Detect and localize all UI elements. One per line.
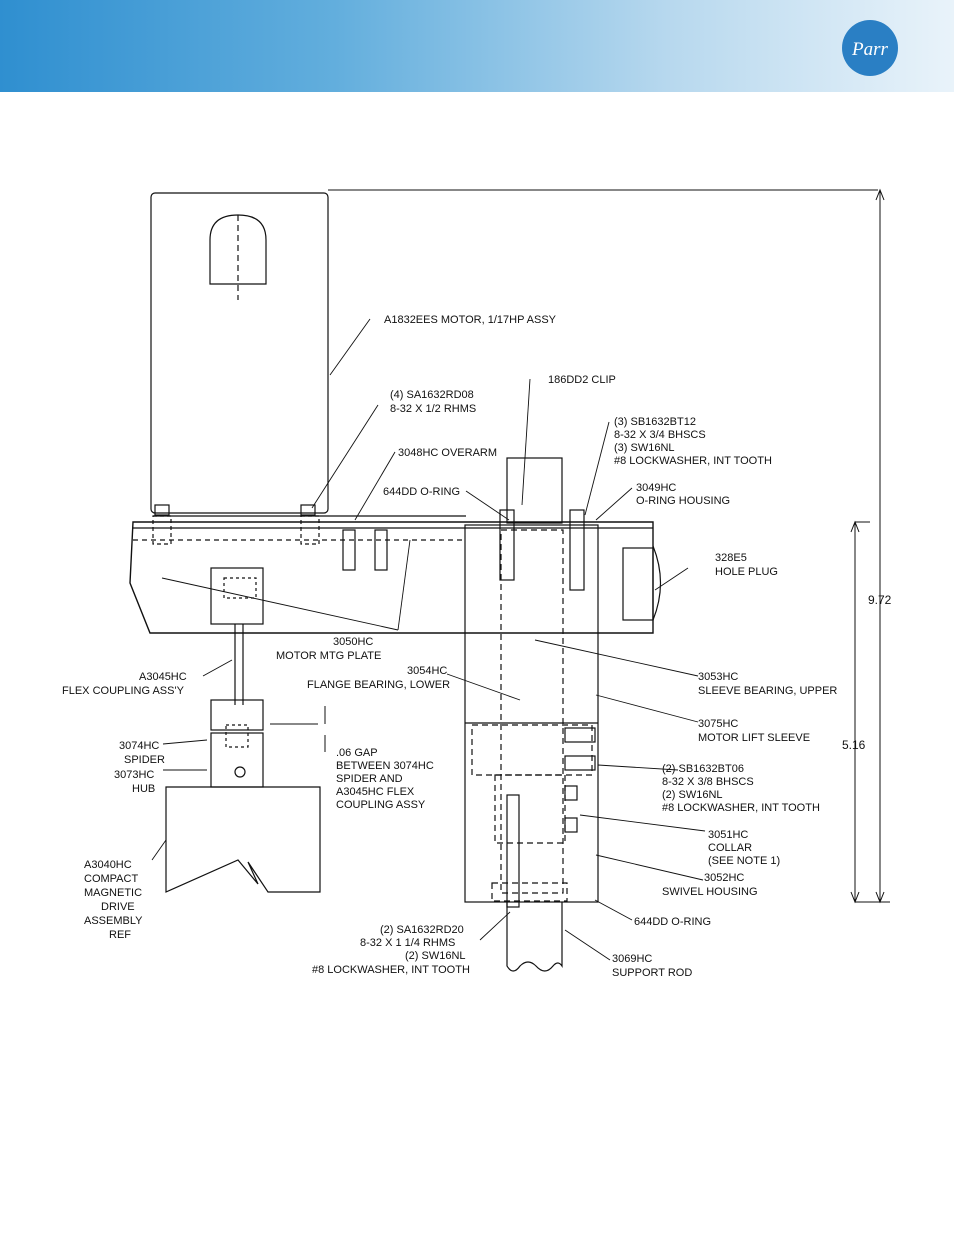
flex-coupling [210,567,326,788]
label-lift-sleeve: MOTOR LIFT SLEEVE [698,732,810,744]
label-bt06-washer: #8 LOCKWASHER, INT TOOTH [662,802,820,814]
label-flex-part: A3045HC [139,671,187,683]
label-flex: FLEX COUPLING ASS'Y [62,685,185,697]
label-gap-line4: A3045HC FLEX [336,786,415,798]
label-flange-part: 3054HC [407,665,447,677]
label-bhscs-size: 8-32 X 3/4 BHSCS [614,429,706,441]
overarm-plate [129,515,870,634]
label-motor: A1832EES MOTOR, 1/17HP ASSY [384,314,557,326]
logo-text: Parr [851,39,889,60]
label-bhscs-washer: #8 LOCKWASHER, INT TOOTH [614,455,772,467]
label-oring-housing: O-RING HOUSING [636,495,730,507]
label-swivel: SWIVEL HOUSING [662,886,758,898]
label-flange: FLANGE BEARING, LOWER [307,679,450,691]
label-spider-part: 3074HC [119,740,159,752]
label-gap-line5: COUPLING ASSY [336,799,426,811]
label-drive-line6: REF [109,929,131,941]
label-hole-plug: HOLE PLUG [715,566,778,578]
logo-circle [842,20,898,76]
label-rod: SUPPORT ROD [612,967,692,979]
motor-body [150,189,878,516]
label-drive-line5: ASSEMBLY [84,915,143,927]
label-bt06-count: (2) SB1632BT06 [662,763,744,775]
label-gap-line3: SPIDER AND [336,773,403,785]
magnetic-drive [165,786,321,893]
label-rd20-count: (2) SA1632RD20 [380,924,464,936]
label-drive-line2: COMPACT [84,873,138,885]
dimension-sleeve-height: 5.16 [842,738,866,752]
label-overarm: 3048HC OVERARM [398,447,497,459]
label-sleeve-bearing-part: 3053HC [698,671,738,683]
label-bhscs-washer-count: (3) SW16NL [614,442,675,454]
label-hub-part: 3073HC [114,769,154,781]
leader-lines [151,318,706,961]
label-rd20-washer: #8 LOCKWASHER, INT TOOTH [312,964,470,976]
label-drive-part: A3040HC [84,859,132,871]
label-spider: SPIDER [124,754,165,766]
label-rd20-washer-count: (2) SW16NL [405,950,466,962]
dimension-lines [850,188,885,904]
label-drive-line4: DRIVE [101,901,135,913]
label-bt06-washer-count: (2) SW16NL [662,789,723,801]
support-column [464,457,890,972]
dimension-overall-height: 9.72 [868,593,892,607]
label-collar-note: (SEE NOTE 1) [708,855,780,867]
label-bt06-size: 8-32 X 3/8 BHSCS [662,776,754,788]
label-lift-sleeve-part: 3075HC [698,718,738,730]
label-collar-part: 3051HC [708,829,748,841]
label-hub: HUB [132,783,155,795]
label-rod-part: 3069HC [612,953,652,965]
label-motor-plate-part: 3050HC [333,636,373,648]
label-motor-plate: MOTOR MTG PLATE [276,650,381,662]
label-gap: .06 GAP [336,747,378,759]
label-oring-housing-part: 3049HC [636,482,676,494]
label-rhms-count: (4) SA1632RD08 [390,389,474,401]
label-drive-line3: MAGNETIC [84,887,142,899]
label-rd20-size: 8-32 X 1 1/4 RHMS [360,937,455,949]
label-gap-line2: BETWEEN 3074HC [336,760,434,772]
label-oring-bottom: 644DD O-RING [634,916,711,928]
label-hole-plug-part: 328E5 [715,552,747,564]
label-collar: COLLAR [708,842,752,854]
label-rhms-size: 8-32 X 1/2 RHMS [390,403,476,415]
label-oring-top: 644DD O-RING [383,486,460,498]
label-clip: 186DD2 CLIP [548,374,616,386]
label-swivel-part: 3052HC [704,872,744,884]
label-bhscs-count: (3) SB1632BT12 [614,416,696,428]
page-header-band [0,0,954,92]
parr-logo: Parr [842,20,898,76]
label-sleeve-bearing: SLEEVE BEARING, UPPER [698,685,837,697]
